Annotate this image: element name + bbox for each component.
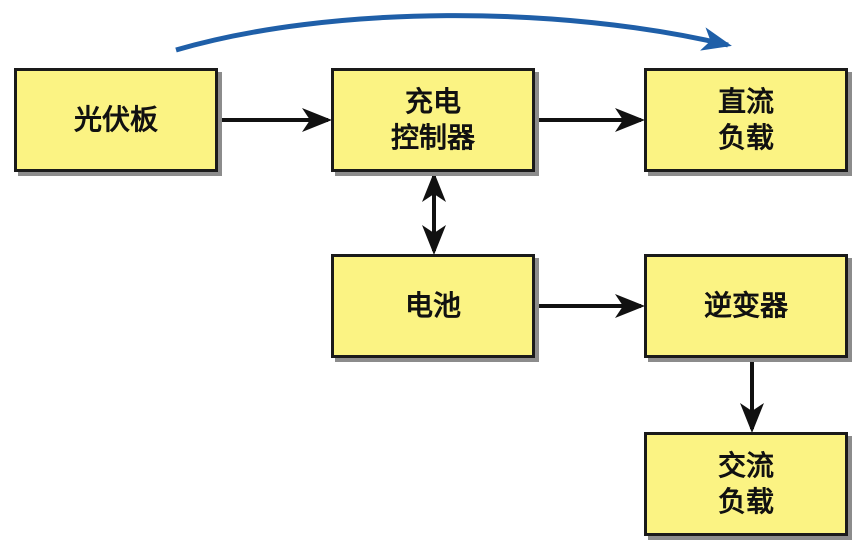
node-ac-load-label-line1: 交流 bbox=[717, 449, 774, 482]
node-inverter: 逆变器 bbox=[644, 254, 848, 358]
node-ac-load: 交流 负载 bbox=[644, 432, 848, 536]
node-battery: 电池 bbox=[331, 254, 535, 358]
node-dc-load: 直流 负载 bbox=[644, 68, 848, 172]
bypass-curved-arrow bbox=[175, 13, 732, 53]
node-pv-panel-label: 光伏板 bbox=[73, 103, 158, 136]
node-battery-label: 电池 bbox=[404, 289, 461, 322]
node-ac-load-label-line2: 负载 bbox=[717, 485, 774, 518]
node-pv-panel: 光伏板 bbox=[14, 68, 218, 172]
node-charge-controller-label-line1: 充电 bbox=[404, 85, 461, 118]
node-charge-controller-label-line2: 控制器 bbox=[390, 121, 475, 154]
node-dc-load-label-line2: 负载 bbox=[717, 121, 774, 154]
node-charge-controller: 充电 控制器 bbox=[331, 68, 535, 172]
node-dc-load-label-line1: 直流 bbox=[717, 85, 774, 118]
node-inverter-label: 逆变器 bbox=[703, 289, 788, 322]
